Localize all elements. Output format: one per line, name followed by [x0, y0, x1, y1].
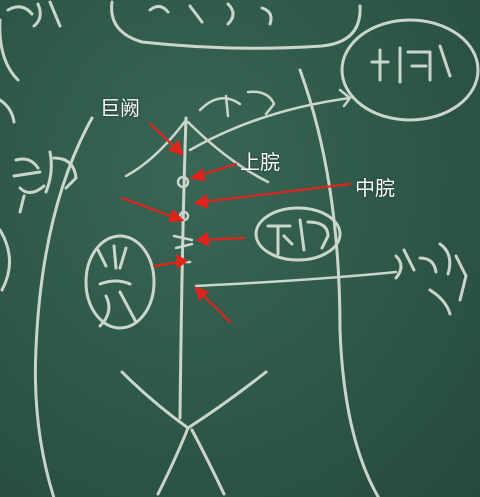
- annotation-label-juque: 巨阙: [100, 96, 140, 120]
- annotation-label-shangwan: 上脘: [240, 150, 280, 174]
- annotation-label-zhongwan: 中脘: [355, 176, 395, 200]
